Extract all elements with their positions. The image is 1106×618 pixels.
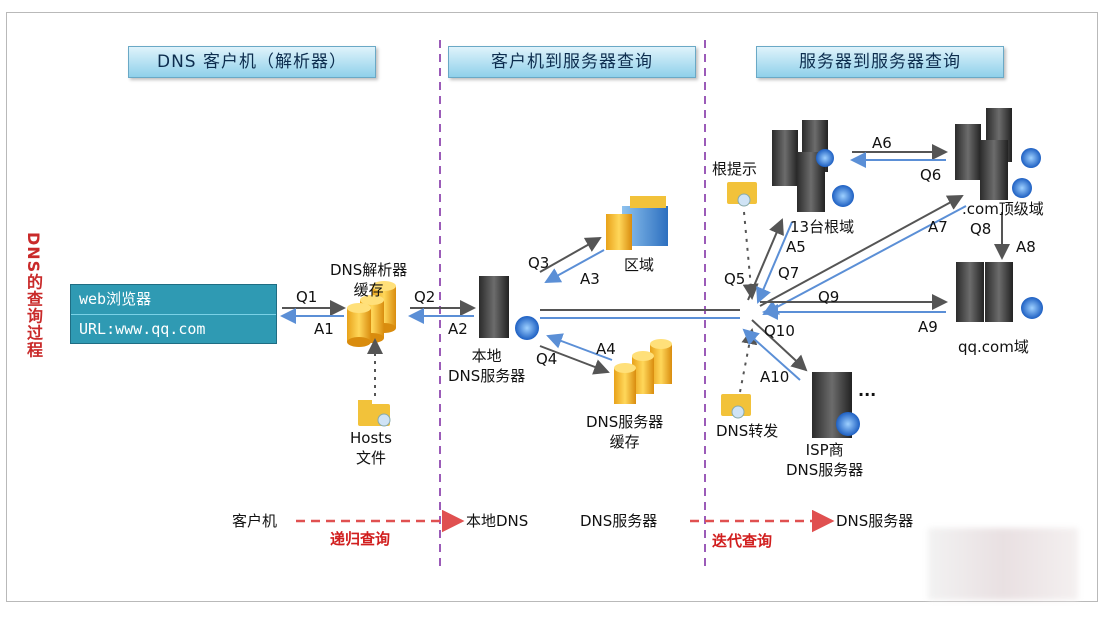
- a5-arrow: [756, 221, 793, 304]
- q2-label: Q2: [414, 288, 436, 306]
- side-title: DNS的查询过程: [24, 232, 43, 359]
- q7-arrow: [759, 195, 964, 307]
- a10-label: A10: [760, 368, 790, 386]
- footer-dns-server-right: DNS服务器: [836, 512, 914, 530]
- a6-label: A6: [872, 134, 892, 152]
- hosts-folder-icon: [358, 400, 391, 427]
- q10-label: Q10: [764, 322, 795, 340]
- q4-arrow: [539, 345, 610, 375]
- q9-label: Q9: [818, 288, 840, 306]
- a2-label: A2: [448, 320, 468, 338]
- dns-server-cache-icon: [614, 339, 672, 404]
- a1-label: A1: [314, 320, 334, 338]
- q8-label: Q8: [970, 220, 992, 238]
- qq-servers-icon: [956, 262, 1043, 322]
- header-server-to-server: 服务器到服务器查询: [756, 46, 1004, 78]
- footer-local-dns: 本地DNS: [466, 512, 529, 530]
- a3-arrow: [544, 249, 605, 283]
- root-servers-label: 13台根域: [790, 218, 855, 236]
- a9-label: A9: [918, 318, 938, 336]
- root-hints-folder-icon: [727, 182, 757, 207]
- footer-recursive: 递归查询: [330, 530, 391, 548]
- q3-arrow: [539, 237, 602, 273]
- q5-label: Q5: [724, 270, 746, 288]
- isp-server-icon: [812, 372, 860, 438]
- footer-client: 客户机: [232, 512, 278, 530]
- root-hints-label: 根提示: [712, 160, 758, 178]
- header-client: DNS 客户机（解析器）: [128, 46, 376, 78]
- a8-label: A8: [1016, 238, 1036, 256]
- q5-arrow: [747, 218, 784, 301]
- com-tld-label: .com顶级域: [962, 200, 1044, 218]
- web-browser-box: web浏览器 URL:www.qq.com: [70, 284, 277, 344]
- browser-url: URL:www.qq.com: [79, 320, 206, 338]
- resolver-cache-icon: [347, 281, 396, 347]
- q7-label: Q7: [778, 264, 800, 282]
- zone-icon: [606, 196, 668, 250]
- hosts-file-label: Hosts 文件: [350, 429, 392, 467]
- blurred-watermark: [928, 528, 1078, 600]
- resolver-cache-label: DNS解析器 缓存: [330, 261, 408, 299]
- dns-forward-arrow: [739, 328, 758, 393]
- header-client-to-server: 客户机到服务器查询: [448, 46, 696, 78]
- q3-label: Q3: [528, 254, 550, 272]
- a3-label: A3: [580, 270, 600, 288]
- root-servers-icon: [772, 120, 854, 212]
- q1-label: Q1: [296, 288, 318, 306]
- local-dns-server-icon: [479, 276, 539, 340]
- ellipsis-label: ···: [858, 385, 877, 404]
- a7-label: A7: [928, 218, 948, 236]
- qq-domain-label: qq.com域: [958, 338, 1029, 356]
- zone-label: 区域: [624, 256, 655, 274]
- dns-forward-folder-icon: [721, 394, 751, 419]
- footer-dns-server-left: DNS服务器: [580, 512, 658, 530]
- a5-label: A5: [786, 238, 806, 256]
- local-dns-label: 本地 DNS服务器: [448, 347, 526, 385]
- com-servers-icon: [955, 108, 1041, 200]
- q10-arrow: [751, 319, 808, 372]
- a4-arrow: [546, 333, 613, 361]
- dns-cache-label: DNS服务器 缓存: [586, 413, 664, 451]
- dns-forward-label: DNS转发: [716, 422, 779, 440]
- a10-arrow: [742, 328, 801, 381]
- a7-arrow: [762, 205, 967, 315]
- q4-label: Q4: [536, 350, 558, 368]
- a4-label: A4: [596, 340, 616, 358]
- footer-iterative: 迭代查询: [712, 532, 773, 550]
- browser-title: web浏览器: [71, 285, 276, 315]
- q6-label: Q6: [920, 166, 942, 184]
- isp-dns-label: ISP商 DNS服务器: [786, 441, 864, 479]
